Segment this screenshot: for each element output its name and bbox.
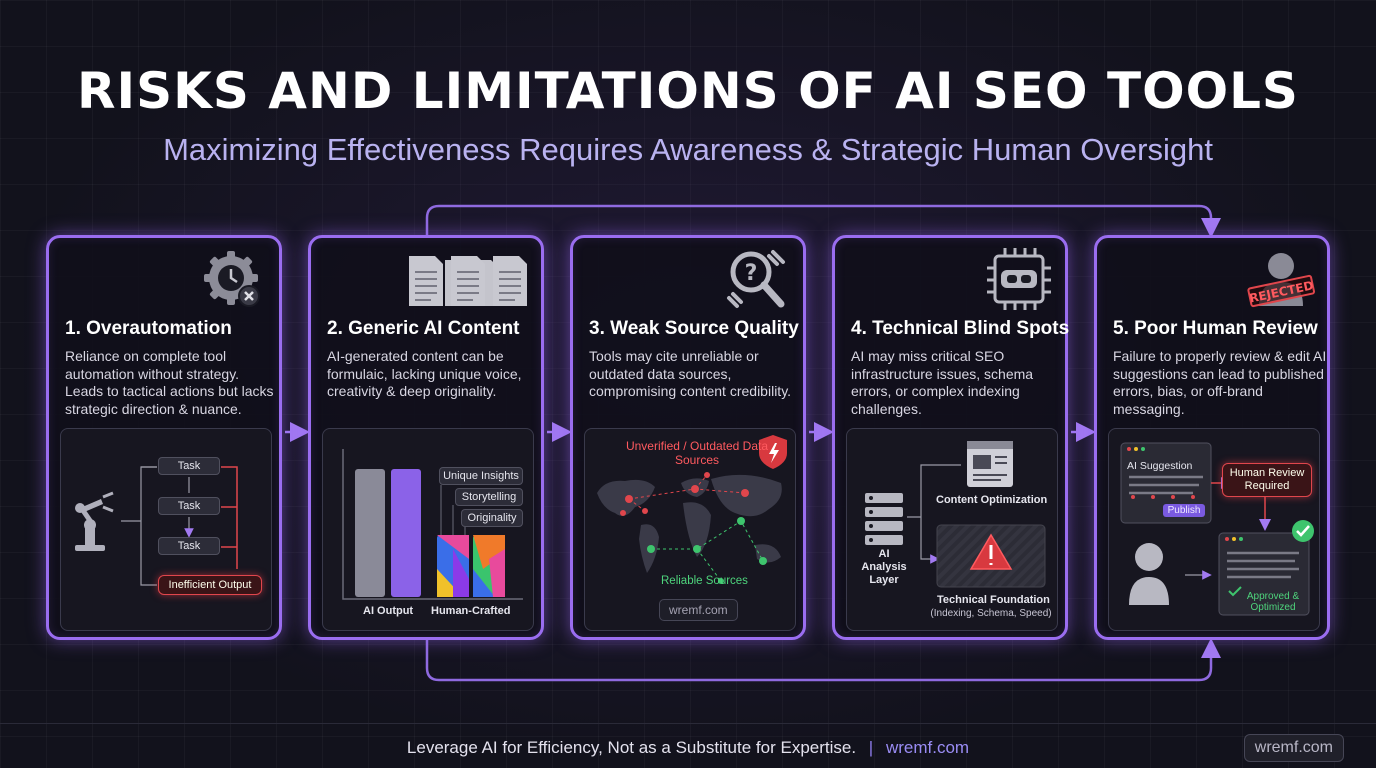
overautomation-flow — [75, 466, 238, 586]
page-subtitle: Maximizing Effectiveness Requires Awaren… — [163, 132, 1213, 167]
user-avatar-icon — [1129, 543, 1169, 605]
source-quality-diagram: Unverified / Outdated Data Sources Relia… — [584, 428, 796, 631]
rejected-person-icon: REJECTED — [1247, 253, 1315, 308]
ai-output-bar-2 — [391, 469, 421, 597]
card-description: AI may miss critical SEO infrastructure … — [851, 348, 1034, 417]
card-title: 1. Overautomation — [65, 318, 232, 339]
broken-link-magnifier-icon: ? — [727, 250, 785, 308]
human-crafted-label: Human-Crafted — [431, 605, 511, 617]
card-overautomation: 1. Overautomation Reliance on complete t… — [46, 235, 282, 640]
svg-text:?: ? — [745, 261, 758, 286]
card-description: AI-generated content can be formulaic, l… — [327, 348, 522, 399]
tag-storytelling: Storytelling — [455, 488, 523, 506]
card-description: Reliance on complete tool automation wit… — [65, 348, 274, 417]
footer-separator: | — [868, 738, 874, 757]
card-poor-human-review: REJECTED 5. Poor Human Review Failure to… — [1094, 235, 1330, 640]
technical-foundation-sub: (Indexing, Schema, Speed) — [930, 608, 1052, 619]
card-generic-ai-content: 2. Generic AI Content AI-generated conte… — [308, 235, 544, 640]
card-weak-source-quality: ? 3. Weak Source Quality Tools may cite … — [570, 235, 806, 640]
card-technical-blind-spots: 4. Technical Blind Spots AI may miss cri… — [832, 235, 1070, 640]
task-chip-1: Task — [158, 457, 220, 475]
page-title: RISKS AND LIMITATIONS OF AI SEO TOOLS — [77, 62, 1299, 120]
card-title: 2. Generic AI Content — [327, 318, 520, 339]
overautomation-diagram: Task Task Task Inefficient Output — [60, 428, 272, 631]
robot-arm-icon — [75, 491, 114, 551]
footer-tagline: Leverage AI for Efficiency, Not as a Sub… — [406, 738, 857, 757]
card-title: 4. Technical Blind Spots — [851, 318, 1070, 339]
human-review-diagram: AI Suggestion Publish Human Review Requi… — [1108, 428, 1320, 631]
reliable-sources-label: Reliable Sources — [661, 575, 748, 587]
generic-content-diagram: Unique Insights Storytelling Originality… — [322, 428, 534, 631]
task-chip-2: Task — [158, 497, 220, 515]
human-review-required-chip: Human Review Required — [1222, 463, 1312, 497]
top-loop-arrow — [425, 204, 1221, 238]
watermark-badge: wremf.com — [659, 599, 738, 621]
human-crafted-bar-1 — [437, 535, 469, 597]
unverified-sources-label: Unverified / Outdated Data Sources — [625, 439, 769, 467]
inefficient-output-chip: Inefficient Output — [158, 575, 262, 595]
ai-suggestion-window — [1120, 442, 1212, 524]
ai-analysis-layer-label: AI Analysis Layer — [861, 548, 907, 586]
content-bars — [342, 449, 523, 600]
approved-optimized-label: Approved & Optimized — [1246, 591, 1300, 613]
server-stack-icon — [865, 493, 903, 545]
world-map — [597, 435, 787, 584]
ai-output-bar-1 — [355, 469, 385, 597]
technical-flow — [865, 441, 1046, 588]
ai-output-label: AI Output — [363, 605, 414, 617]
technical-foundation-label: Technical Foundation — [937, 594, 1050, 606]
ai-suggestion-label: AI Suggestion — [1127, 460, 1193, 472]
gear-clock-icon — [204, 251, 260, 307]
tag-unique-insights: Unique Insights — [439, 467, 523, 485]
document-stack-icon — [409, 256, 527, 306]
watermark-corner-badge: wremf.com — [1243, 734, 1344, 762]
card-title: 3. Weak Source Quality — [589, 318, 799, 339]
approved-window — [1218, 532, 1310, 616]
publish-button[interactable]: Publish — [1163, 504, 1205, 517]
technical-diagram: Content Optimization AI Analysis Layer T… — [846, 428, 1058, 631]
tag-originality: Originality — [461, 509, 523, 527]
human-crafted-bar-2 — [473, 535, 505, 597]
document-window-icon — [967, 441, 1013, 487]
footer-url[interactable]: wremf.com — [885, 738, 970, 757]
bottom-loop-arrow — [425, 638, 1221, 682]
footer-divider — [0, 723, 1376, 724]
content-optimization-label: Content Optimization — [936, 494, 1048, 506]
chip-vr-icon — [987, 248, 1051, 310]
card-description: Failure to properly review & edit AI sug… — [1113, 348, 1327, 417]
card-description: Tools may cite unreliable or outdated da… — [589, 348, 792, 399]
card-title: 5. Poor Human Review — [1113, 318, 1318, 339]
review-flow — [1120, 442, 1314, 616]
task-chip-3: Task — [158, 537, 220, 555]
footer: Leverage AI for Efficiency, Not as a Sub… — [0, 738, 1376, 758]
